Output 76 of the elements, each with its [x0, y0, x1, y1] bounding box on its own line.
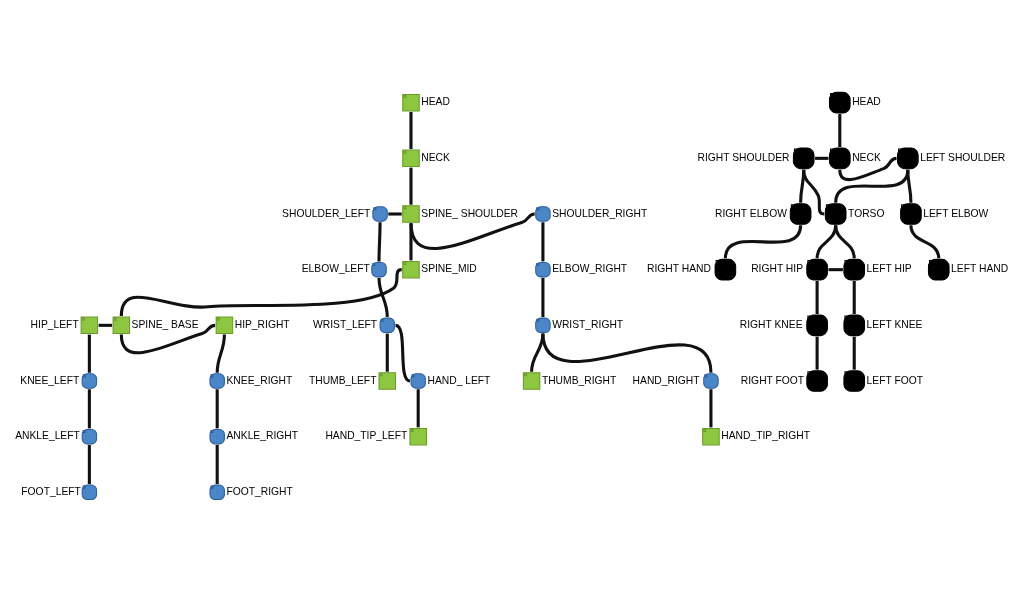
- connector: [119, 267, 403, 316]
- connector: [541, 221, 545, 261]
- node-label: LEFT KNEE: [866, 318, 923, 330]
- node-label: TORSO: [848, 207, 885, 219]
- node-label: HAND_RIGHT: [632, 374, 700, 386]
- connector: [87, 388, 91, 428]
- connector: [834, 224, 856, 258]
- node-label: LEFT FOOT: [866, 374, 924, 386]
- node-label: HAND_TIP_LEFT: [325, 429, 408, 441]
- node-label: FOOT_RIGHT: [226, 485, 293, 497]
- node-label: LEFT SHOULDER: [920, 151, 1006, 163]
- node-label: RIGHT SHOULDER: [697, 151, 790, 163]
- connector: [852, 280, 856, 314]
- connector: [852, 336, 856, 370]
- node-label: LEFT HIP: [866, 262, 912, 274]
- node-label: THUMB_LEFT: [308, 374, 377, 386]
- node-label: FOOT_LEFT: [21, 485, 81, 497]
- connector: [815, 280, 819, 314]
- node-label: ELBOW_LEFT: [301, 262, 370, 274]
- node-label: SPINE_MID: [421, 262, 477, 274]
- node-label: RIGHT HAND: [647, 262, 711, 274]
- node-label: ANKLE_RIGHT: [226, 429, 298, 441]
- node-label: NECK: [852, 151, 881, 163]
- node-label: RIGHT KNEE: [739, 318, 803, 330]
- node-label: KNEE_RIGHT: [226, 374, 293, 386]
- connector: [838, 156, 897, 181]
- node-label: KNEE_LEFT: [20, 374, 80, 386]
- node-label: SPINE_ BASE: [131, 318, 199, 330]
- connector: [87, 444, 91, 484]
- connector: [388, 211, 402, 216]
- connector: [906, 169, 913, 203]
- node-label: RIGHT FOOT: [740, 374, 805, 386]
- connector: [815, 156, 829, 160]
- connector: [385, 333, 389, 372]
- connector: [802, 169, 825, 215]
- connector: [377, 277, 389, 317]
- connector: [838, 113, 842, 147]
- node-label: HIP_RIGHT: [234, 318, 290, 330]
- connector: [409, 222, 413, 260]
- node-label: RIGHT HIP: [751, 262, 804, 274]
- node-label: NECK: [421, 151, 450, 163]
- node-label: LEFT HAND: [951, 262, 1009, 274]
- node-label: WRIST_RIGHT: [552, 318, 624, 330]
- connector: [394, 323, 411, 382]
- node-label: HEAD: [421, 95, 450, 107]
- connector: [541, 277, 545, 317]
- connector: [215, 334, 226, 373]
- connector: [416, 388, 420, 427]
- node-label: HEAD: [852, 95, 881, 107]
- connector: [815, 336, 819, 370]
- connector: [409, 111, 413, 149]
- connector: [377, 221, 382, 261]
- connector: [909, 224, 941, 259]
- node-label: RIGHT ELBOW: [715, 207, 787, 219]
- node-label: SHOULDER_LEFT: [282, 207, 371, 219]
- connector: [530, 333, 545, 372]
- connector: [215, 388, 219, 428]
- node-label: HAND_TIP_RIGHT: [721, 429, 810, 441]
- connector: [87, 334, 91, 373]
- node-label: ANKLE_LEFT: [15, 429, 80, 441]
- node-label: WRIST_LEFT: [313, 318, 378, 330]
- connector: [98, 323, 113, 327]
- node-label: ELBOW_RIGHT: [552, 262, 628, 274]
- node-label: SHOULDER_RIGHT: [552, 207, 648, 219]
- node-label: THUMB_RIGHT: [541, 374, 617, 386]
- connector: [709, 388, 713, 427]
- node-label: HIP_LEFT: [30, 318, 79, 330]
- connector: [119, 323, 216, 354]
- connector: [828, 267, 843, 271]
- connector: [723, 224, 803, 259]
- node-label: SPINE_ SHOULDER: [421, 207, 519, 219]
- node-label: LEFT ELBOW: [923, 207, 989, 219]
- node-label: HAND_ LEFT: [427, 374, 491, 386]
- connector: [215, 444, 219, 484]
- connector: [541, 332, 713, 373]
- connector: [409, 167, 413, 205]
